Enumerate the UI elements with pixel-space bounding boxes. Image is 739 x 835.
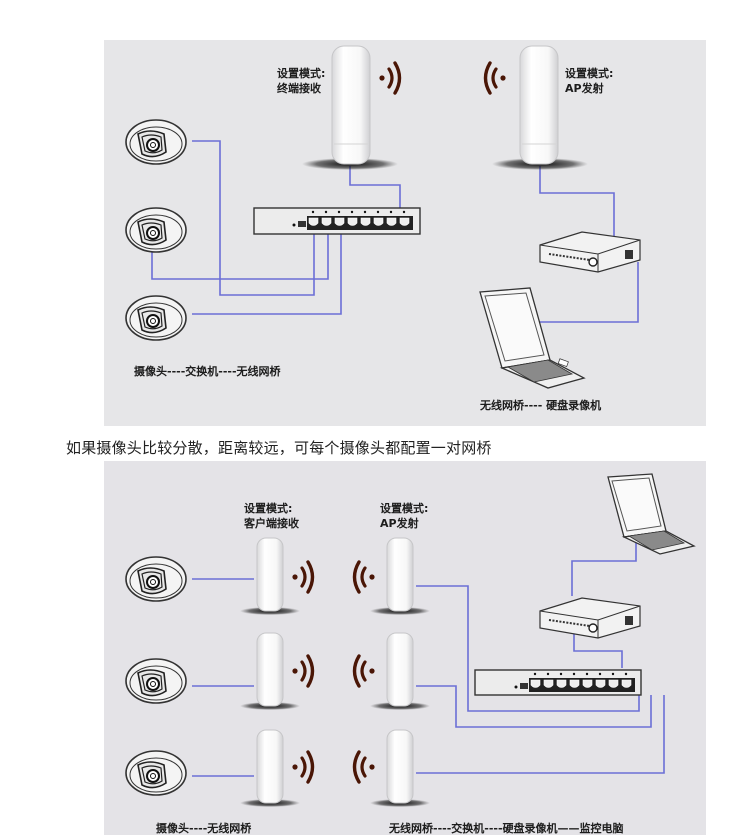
ethernet-port bbox=[334, 217, 345, 226]
client-bridge-2 bbox=[240, 632, 300, 710]
port-led bbox=[611, 672, 615, 676]
port-led bbox=[533, 672, 537, 676]
ap-bridge-1 bbox=[370, 537, 430, 615]
ethernet-port bbox=[543, 679, 554, 688]
ethernet-port bbox=[308, 217, 319, 226]
port-led bbox=[572, 672, 576, 676]
ethernet-port bbox=[530, 679, 541, 688]
ethernet-port bbox=[595, 679, 606, 688]
port-led bbox=[598, 672, 602, 676]
caption-text: 如果摄像头比较分散，距离较远，可每个摄像头都配置一对网桥 bbox=[66, 439, 492, 457]
port-led bbox=[337, 210, 341, 214]
laptop-computer bbox=[479, 287, 586, 389]
ethernet-port bbox=[556, 679, 567, 688]
port-led bbox=[546, 672, 550, 676]
camera-3 bbox=[125, 750, 187, 796]
camera-2 bbox=[125, 658, 187, 704]
camera-3 bbox=[125, 295, 187, 341]
camera-1 bbox=[125, 119, 187, 165]
camera-1 bbox=[125, 556, 187, 602]
diagram-2-canvas: 设置模式: 客户端接收 设置模式: AP发射 摄像头----无线网桥 无线网桥-… bbox=[125, 473, 696, 835]
client-bridge-1 bbox=[240, 537, 300, 615]
bridge-terminal bbox=[302, 45, 398, 170]
bridge-ap bbox=[492, 45, 588, 170]
camera-2 bbox=[125, 207, 187, 253]
client-bridge-3 bbox=[240, 729, 300, 807]
port-led bbox=[363, 210, 367, 214]
bridge-ap-mode-value: AP发射 bbox=[565, 81, 604, 95]
chain-right-label: 无线网桥---- 硬盘录像机 bbox=[479, 398, 601, 412]
ethernet-port bbox=[321, 217, 332, 226]
signal-out-icon bbox=[377, 61, 402, 95]
ethernet-port bbox=[582, 679, 593, 688]
signal-in-icon bbox=[483, 61, 508, 95]
signal-in-icon bbox=[352, 654, 377, 688]
diagram-paired-bridges: 设置模式: 客户端接收 设置模式: AP发射 摄像头----无线网桥 无线网桥-… bbox=[104, 461, 706, 835]
network-switch bbox=[474, 669, 642, 696]
client-bridge-mode-value: 客户端接收 bbox=[243, 516, 299, 530]
ethernet-port bbox=[569, 679, 580, 688]
ethernet-port bbox=[399, 217, 410, 226]
ap-bridge-mode-label: 设置模式: bbox=[380, 501, 428, 515]
ap-bridge-2 bbox=[370, 632, 430, 710]
switch-ports bbox=[308, 210, 410, 226]
signal-out-icon bbox=[290, 654, 315, 688]
ap-bridge-mode-value: AP发射 bbox=[380, 516, 419, 530]
diagram-1-canvas: 设置模式: 终端接收 设置模式: AP发射 摄像头----交换机----无线网桥… bbox=[125, 45, 641, 412]
port-led bbox=[350, 210, 354, 214]
bridge-terminal-mode-label: 设置模式: bbox=[277, 66, 325, 80]
signal-out-icon bbox=[290, 560, 315, 594]
ethernet-port bbox=[386, 217, 397, 226]
switch-ports bbox=[530, 672, 632, 688]
port-led bbox=[402, 210, 406, 214]
chain-left-label: 摄像头----无线网桥 bbox=[156, 821, 252, 835]
port-led bbox=[624, 672, 628, 676]
chain-left-label: 摄像头----交换机----无线网桥 bbox=[134, 364, 282, 378]
port-led bbox=[311, 210, 315, 214]
port-led bbox=[324, 210, 328, 214]
diagram-shared-bridge: 设置模式: 终端接收 设置模式: AP发射 摄像头----交换机----无线网桥… bbox=[104, 40, 706, 426]
signal-in-icon bbox=[352, 750, 377, 784]
cables bbox=[192, 506, 665, 777]
client-bridge-mode-label: 设置模式: bbox=[244, 501, 292, 515]
ethernet-port bbox=[621, 679, 632, 688]
ethernet-port bbox=[608, 679, 619, 688]
chain-right-label: 无线网桥----交换机----硬盘录像机——监控电脑 bbox=[388, 821, 624, 835]
port-led bbox=[376, 210, 380, 214]
signal-in-icon bbox=[352, 560, 377, 594]
laptop-computer bbox=[607, 473, 696, 555]
ethernet-port bbox=[347, 217, 358, 226]
dvr-recorder bbox=[539, 231, 641, 273]
bridge-ap-mode-label: 设置模式: bbox=[565, 66, 613, 80]
cables bbox=[151, 140, 639, 323]
port-led bbox=[559, 672, 563, 676]
network-switch bbox=[253, 207, 421, 235]
bridge-terminal-mode-value: 终端接收 bbox=[277, 81, 321, 95]
port-led bbox=[585, 672, 589, 676]
dvr-recorder bbox=[539, 597, 641, 639]
ethernet-port bbox=[360, 217, 371, 226]
signal-out-icon bbox=[290, 750, 315, 784]
port-led bbox=[389, 210, 393, 214]
ap-bridge-3 bbox=[370, 729, 430, 807]
ethernet-port bbox=[373, 217, 384, 226]
